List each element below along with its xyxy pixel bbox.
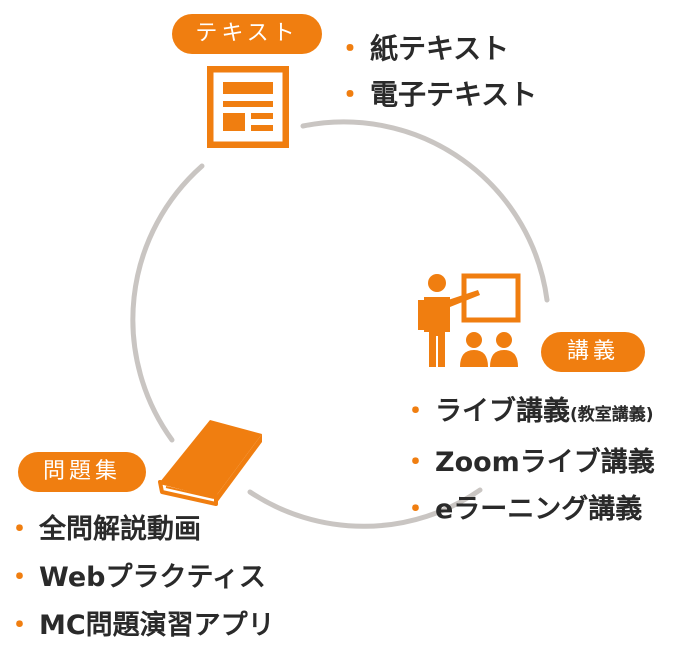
bullet: ・ — [402, 447, 429, 478]
book-icon — [158, 420, 262, 506]
bullet: ・ — [336, 32, 365, 65]
list-item: ・eラーニング講義 — [402, 486, 655, 533]
lecture-item-live: ライブ講義 — [435, 396, 570, 427]
list-item: ・Zoomライブ講義 — [402, 439, 655, 486]
bullet: ・ — [402, 396, 429, 427]
list-item: ・Webプラクティス — [6, 554, 275, 602]
list-item: ・ライブ講義(教室講義) — [402, 388, 655, 439]
lecture-item-live-note: (教室講義) — [570, 405, 654, 425]
lecture-items-list: ・ライブ講義(教室講義) ・Zoomライブ講義 ・eラーニング講義 — [402, 388, 655, 533]
bullet: ・ — [402, 494, 429, 525]
problems-item-app: MC問題演習アプリ — [39, 610, 275, 641]
ring-arc-bottom — [247, 487, 483, 529]
bullet: ・ — [336, 78, 365, 111]
text-items-list: ・紙テキスト ・電子テキスト — [336, 26, 537, 118]
ring-arc-left — [130, 163, 205, 443]
ring-arc-top-right — [300, 119, 550, 303]
lecture-section-label: 講義 — [541, 332, 645, 372]
text-section-label: テキスト — [172, 14, 322, 54]
lecture-item-zoom: Zoomライブ講義 — [435, 447, 655, 478]
problems-items-list: ・全問解説動画 ・Webプラクティス ・MC問題演習アプリ — [6, 506, 275, 650]
bullet: ・ — [6, 514, 33, 545]
bullet: ・ — [6, 610, 33, 641]
bullet: ・ — [6, 562, 33, 593]
problems-section-label: 問題集 — [18, 452, 146, 492]
list-item: ・電子テキスト — [336, 72, 537, 118]
problems-item-web: Webプラクティス — [39, 562, 266, 593]
problems-item-video: 全問解説動画 — [39, 514, 201, 545]
list-item: ・MC問題演習アプリ — [6, 602, 275, 650]
lecture-item-elearning: eラーニング講義 — [435, 494, 643, 525]
text-item-digital: 電子テキスト — [370, 78, 538, 111]
document-icon — [207, 66, 289, 148]
teacher-whiteboard-icon — [418, 273, 521, 367]
list-item: ・全問解説動画 — [6, 506, 275, 554]
text-item-paper: 紙テキスト — [370, 32, 510, 65]
list-item: ・紙テキスト — [336, 26, 537, 72]
